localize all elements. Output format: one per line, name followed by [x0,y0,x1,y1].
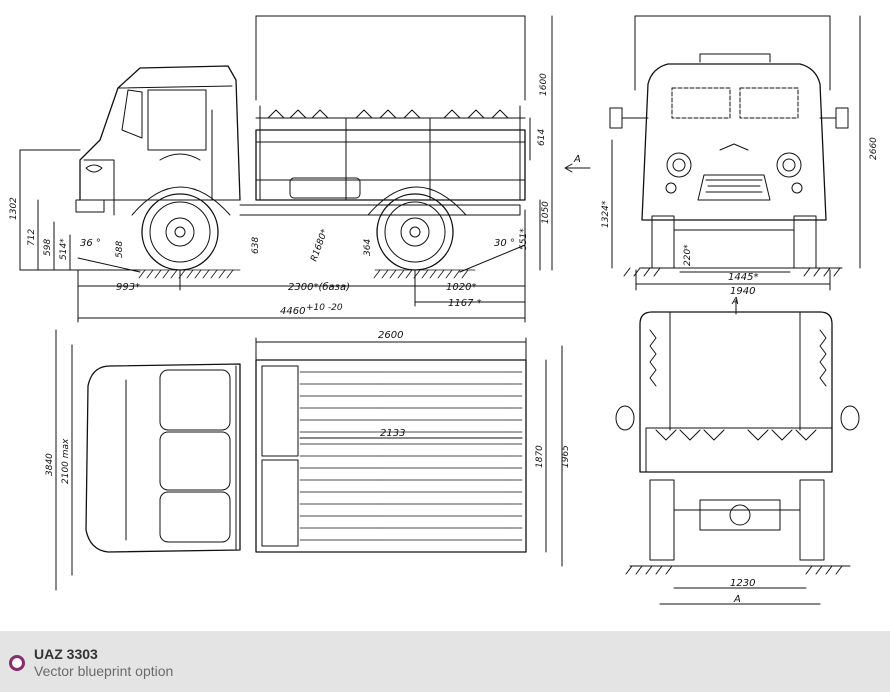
front-view-labels: 2660 1324* 220* 1445* 1940 [601,137,879,297]
dim-364: 364 [363,239,373,256]
dim-1302: 1302 [9,197,19,220]
dim-551: 551* [519,228,529,250]
front-overhang: 993* [116,282,140,293]
dim-1965: 1965 [561,445,571,468]
body-length-2600: 2600 [378,330,403,341]
dim-2660: 2660 [869,137,879,160]
dim-712: 712 [27,229,37,246]
wheelbase: 2300*(база) [288,281,350,293]
turning-radius: R1680* [309,228,330,264]
caption-subtitle: Vector blueprint option [34,663,174,679]
dim-638: 638 [251,237,261,254]
side-view-labels: 1600 614 1050 1302 712 598 514* 588 638 … [9,73,581,317]
caption-title: UAZ 3303 [34,646,98,662]
rear-1020: 1020* [446,282,476,293]
caption-bar: UAZ 3303 Vector blueprint option [0,631,890,692]
dim-1600: 1600 [539,73,549,96]
angle-front: 36 ° [80,238,101,249]
length-tolerance: +10 -20 [306,303,343,313]
dim-220: 220* [683,244,693,266]
rear-1167: 1167 * [448,298,482,309]
dim-3840: 3840 [45,453,55,476]
rear-arrow-a: A [731,296,739,307]
dim-598: 598 [43,239,53,256]
top-view [55,329,563,591]
top-view-labels: 2600 2133 3840 2100 max 1870 1965 [45,330,571,484]
rear-dim-a: A [733,594,741,605]
circle-bullet-icon [9,655,25,671]
side-view [19,15,591,323]
track-1230: 1230 [730,578,755,589]
dim-1870: 1870 [535,445,545,468]
dim-614: 614 [537,129,547,146]
section-arrow-a: A [573,154,581,165]
overall-length: 4460 [280,306,305,317]
rear-view [615,299,860,605]
dim-1050: 1050 [541,201,551,224]
dim-514: 514* [59,238,69,260]
dim-2100-max: 2100 max [61,438,71,484]
rear-view-labels: A 1230 A [730,296,755,605]
track-1445: 1445* [728,272,758,283]
dim-588: 588 [115,241,125,258]
angle-rear: 30 ° [494,238,515,249]
inner-2133: 2133 [380,428,405,439]
blueprint-drawing: 1600 614 1050 1302 712 598 514* 588 638 … [9,15,879,605]
front-view [609,15,861,291]
width-1940: 1940 [730,286,755,297]
dim-1324: 1324* [601,200,611,228]
